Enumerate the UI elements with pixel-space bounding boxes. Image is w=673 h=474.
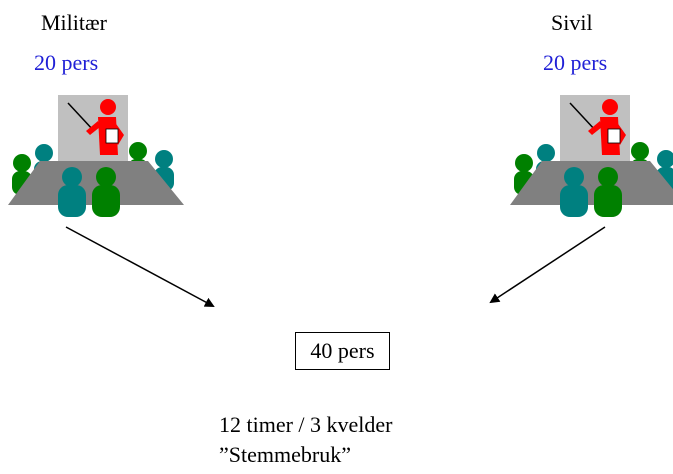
course-schedule: 12 timer / 3 kvelder: [219, 412, 393, 437]
right-meeting-icon: [509, 94, 673, 218]
right-group-label: Sivil: [551, 10, 593, 35]
right-group-count: 20 pers: [543, 50, 608, 75]
left-group-count: 20 pers: [34, 50, 99, 75]
left-group-label: Militær: [41, 10, 108, 35]
course-title: ”Stemmebruk”: [219, 442, 351, 467]
total-count-box: 40 pers: [295, 332, 390, 370]
left-arrow: [65, 226, 215, 307]
left-meeting-icon: [7, 94, 185, 218]
total-count: 40 pers: [310, 338, 375, 363]
right-arrow: [489, 226, 606, 304]
